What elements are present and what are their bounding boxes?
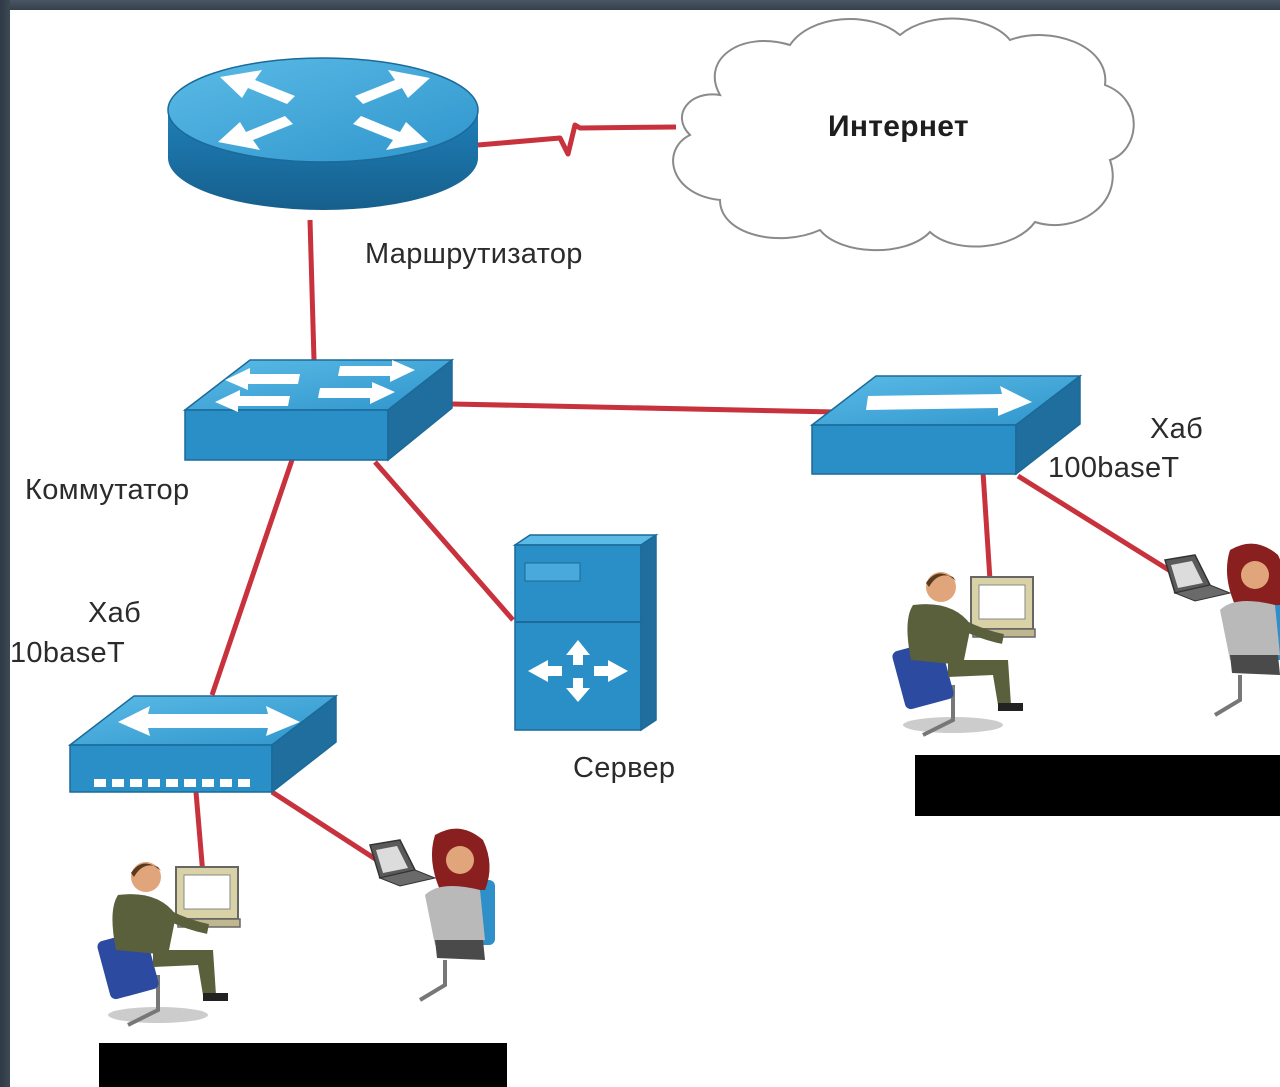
server-icon	[512, 533, 659, 732]
link-switch-server	[373, 460, 515, 622]
hub-left-name-label: Хаб	[88, 597, 141, 629]
hub-right-type-label: 100baseT	[1048, 452, 1180, 484]
hub-left-icon	[67, 694, 339, 794]
redaction-bar-bottom	[99, 1043, 507, 1087]
user-laptop-right-icon	[1164, 543, 1280, 717]
link-hub-left-pc1	[193, 791, 206, 876]
internet-label: Интернет	[828, 110, 969, 143]
link-switch-hub-right	[451, 401, 837, 415]
hub-right-icon	[809, 374, 1083, 476]
link-router-internet	[477, 122, 677, 157]
internet-cloud	[672, 17, 1135, 252]
user-desktop-left-icon	[97, 862, 241, 1027]
hub-right-name-label: Хаб	[1150, 413, 1203, 445]
link-hub-right-pc2	[1016, 473, 1174, 575]
hub-left-type-label: 10baseT	[10, 637, 125, 669]
link-router-switch	[307, 219, 317, 361]
user-laptop-left-icon	[369, 828, 495, 1002]
link-switch-hub-left	[209, 459, 295, 696]
links	[193, 122, 1174, 876]
frame-left-border	[0, 0, 10, 1087]
router-icon	[167, 57, 479, 210]
redaction-bar-right	[915, 755, 1280, 816]
user-desktop-right-icon	[892, 572, 1036, 737]
server-label: Сервер	[573, 752, 676, 784]
switch-label: Коммутатор	[25, 474, 190, 506]
router-label: Маршрутизатор	[365, 238, 583, 270]
frame-top-border	[0, 0, 1280, 10]
switch-icon	[182, 358, 455, 462]
link-hub-left-pc2	[270, 789, 382, 865]
link-hub-right-pc1	[980, 471, 993, 581]
